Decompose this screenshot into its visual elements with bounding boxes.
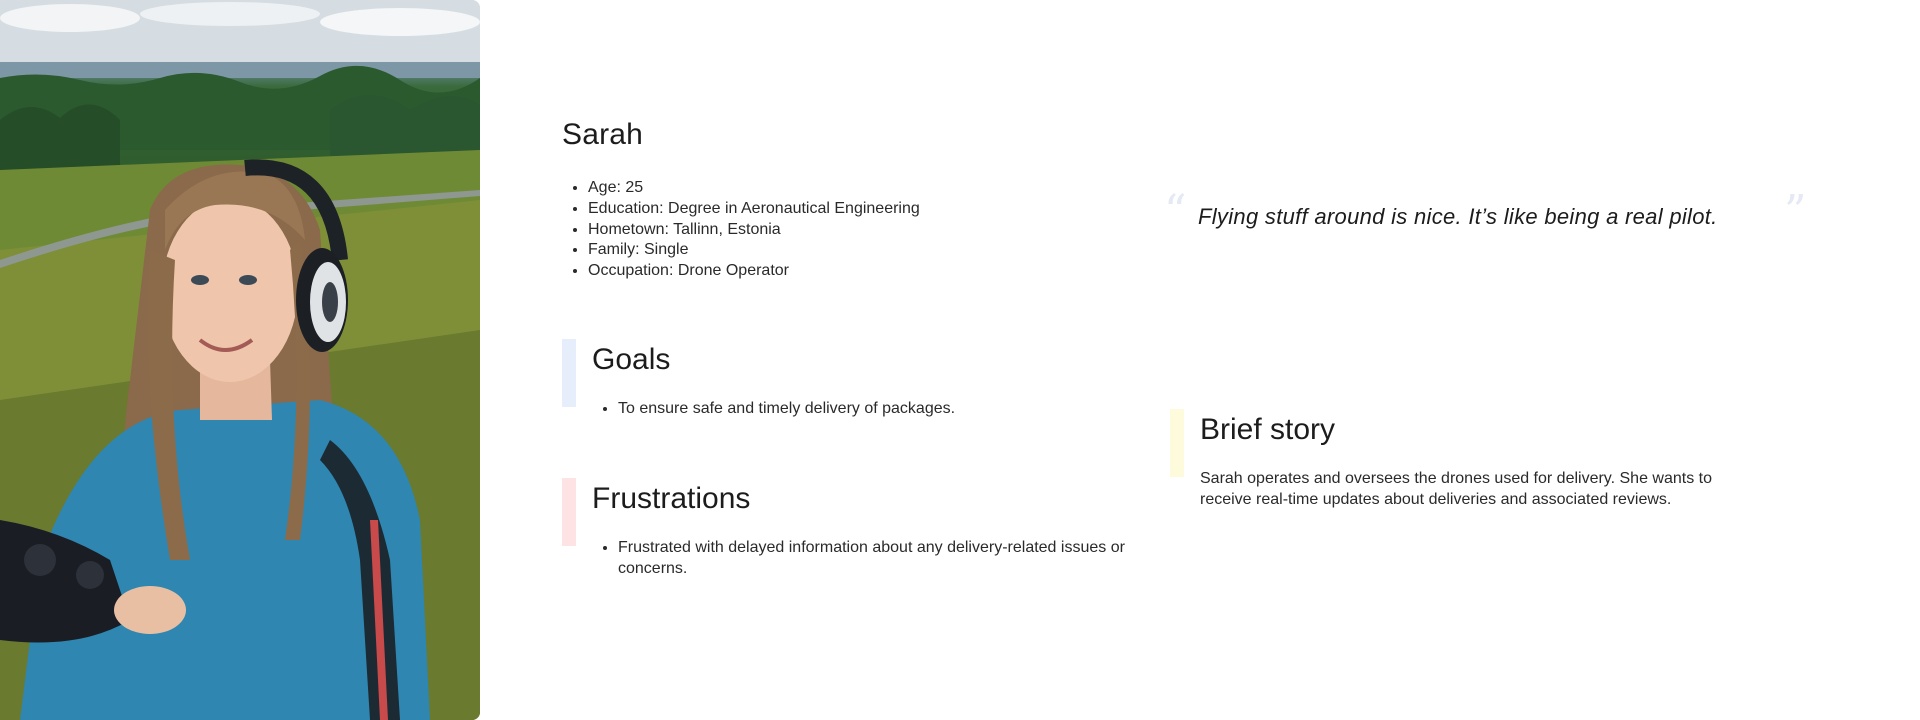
goals-accent-bar [562,339,576,407]
persona-photo [0,0,480,720]
detail-age: Age: 25 [588,178,920,199]
goals-list: To ensure safe and timely delivery of pa… [618,399,1118,420]
story-text: Sarah operates and oversees the drones u… [1200,470,1713,508]
persona-quote: “ Flying stuff around is nice. It’s like… [1164,190,1814,250]
story-heading: Brief story [1200,413,1336,446]
quote-text: Flying stuff around is nice. It’s like b… [1198,204,1718,229]
persona-name: Sarah [562,118,644,151]
goals-heading: Goals [592,343,671,376]
open-quote-icon: “ [1164,186,1187,237]
goal-item: To ensure safe and timely delivery of pa… [618,399,1118,420]
detail-occupation: Occupation: Drone Operator [588,261,920,282]
detail-education: Education: Degree in Aeronautical Engine… [588,199,920,220]
frustrations-accent-bar [562,478,576,546]
frustration-item: Frustrated with delayed information abou… [618,538,1128,580]
story-accent-bar [1170,409,1184,477]
persona-details-list: Age: 25 Education: Degree in Aeronautica… [588,178,920,282]
detail-family: Family: Single [588,240,920,261]
detail-hometown: Hometown: Tallinn, Estonia [588,220,920,241]
persona-photo-illustration [0,0,480,720]
close-quote-icon: ” [1784,186,1807,237]
frustrations-list: Frustrated with delayed information abou… [618,538,1128,580]
frustrations-heading: Frustrations [592,482,751,515]
